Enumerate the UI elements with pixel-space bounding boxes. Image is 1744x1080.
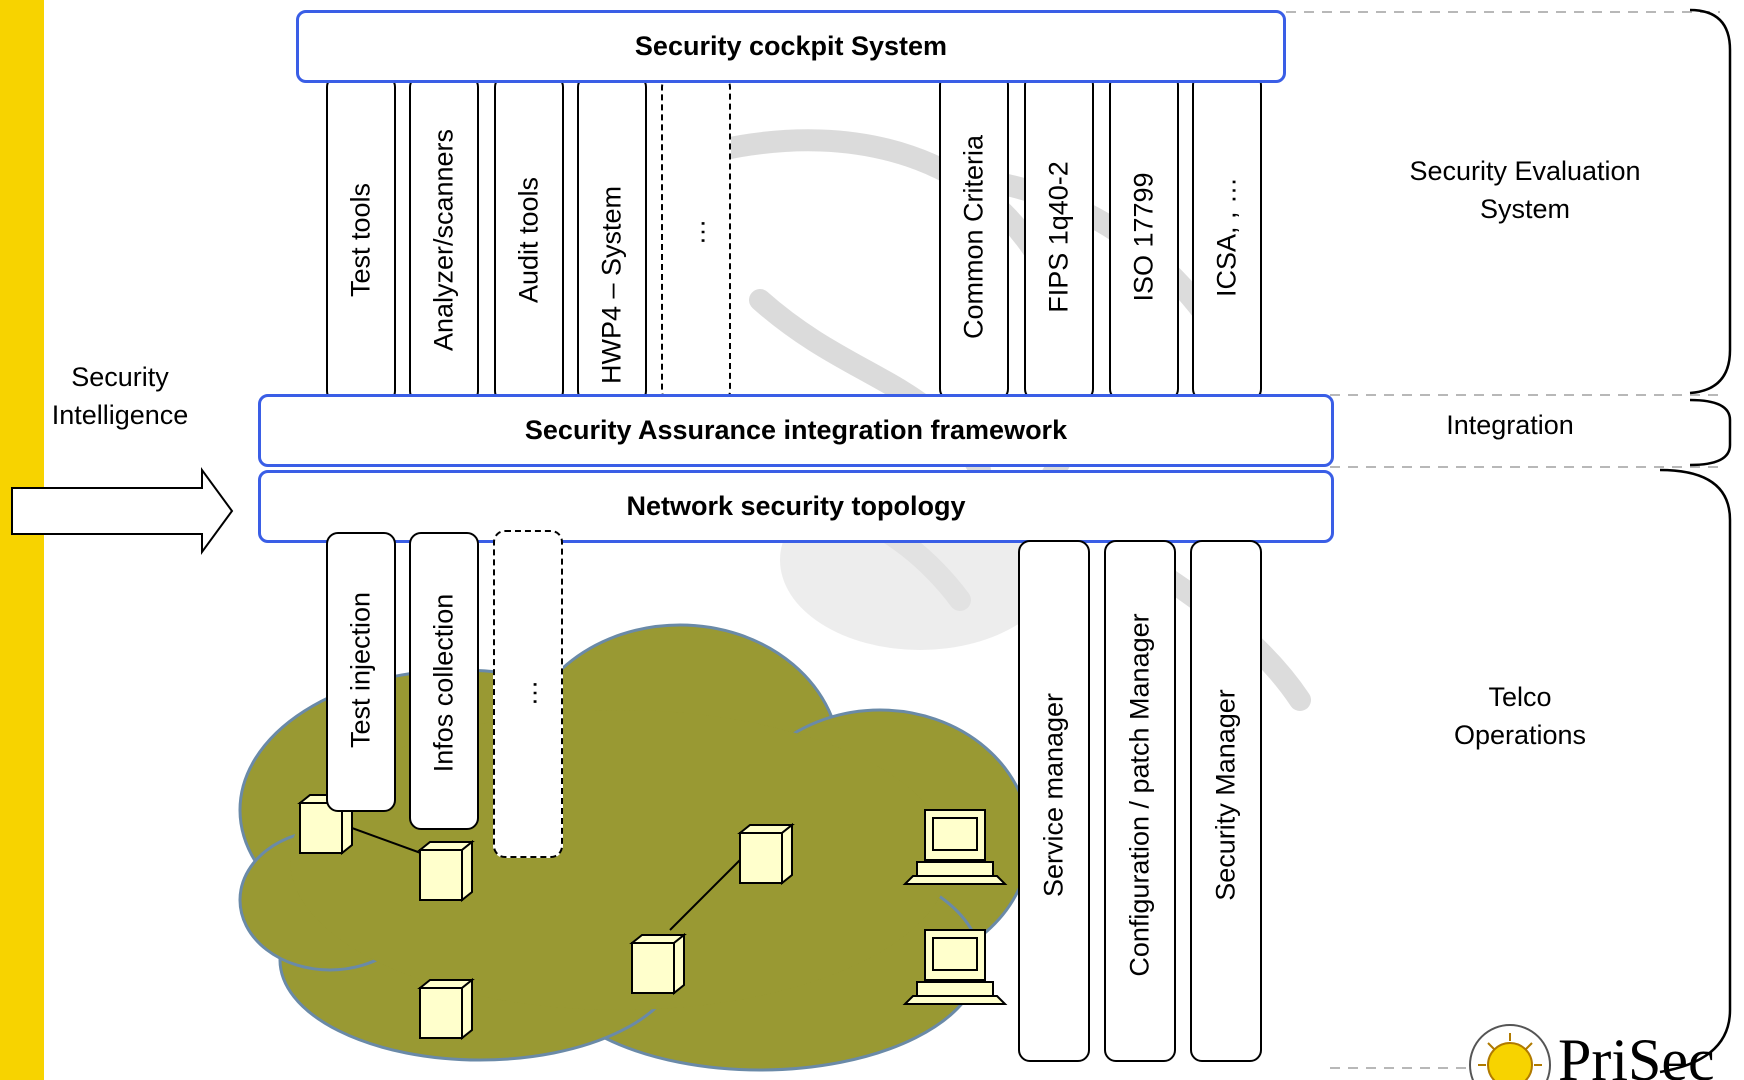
column-icsa <box>1192 73 1262 401</box>
label-test-tools: Test tools <box>345 182 376 298</box>
label-integration: Integration <box>1446 410 1574 440</box>
label-hwp4-system: HWP4 – System <box>596 185 627 385</box>
security-cockpit-bar: Security cockpit System <box>296 10 1286 83</box>
column-infos-collection <box>409 532 479 830</box>
label-service-manager: Service manager <box>1038 692 1069 898</box>
workstation-icons <box>902 809 1008 1005</box>
label-test-injection: Test injection <box>345 591 376 749</box>
label-telco-operations-line1: Telco <box>1488 682 1552 712</box>
column-more-operations <box>493 530 563 858</box>
network-topology-bar: Network security topology <box>258 470 1334 543</box>
label-more-operations: … <box>512 679 543 707</box>
column-test-injection <box>326 532 396 812</box>
label-audit-tools: Audit tools <box>513 176 544 304</box>
network-link <box>669 849 751 931</box>
label-security-evaluation-line1: Security Evaluation <box>1409 156 1641 186</box>
column-more-tools <box>661 75 731 403</box>
label-telco-operations: Telco Operations <box>1400 678 1640 754</box>
column-analyzer-scanners <box>409 75 479 403</box>
column-common-criteria <box>939 73 1009 401</box>
label-analyzer-scanners: Analyzer/scanners <box>428 128 459 352</box>
column-service-manager <box>1018 540 1090 1062</box>
server-icon <box>737 822 795 886</box>
column-configuration-manager <box>1104 540 1176 1062</box>
label-more-tools: … <box>680 218 711 246</box>
label-security-intelligence-line2: Intelligence <box>51 400 189 430</box>
label-security-intelligence-line1: Security <box>71 362 169 392</box>
label-infos-collection: Infos collection <box>428 593 459 773</box>
dashed-guides <box>1250 11 1720 1069</box>
column-hwp4-system <box>577 75 647 403</box>
label-fips: FIPS 1q40-2 <box>1043 161 1074 313</box>
telco-brace <box>1659 468 1732 1074</box>
evaluation-brace <box>1689 8 1732 395</box>
logo-text: PriSec <box>1558 1027 1715 1080</box>
label-iso: ISO 17799 <box>1128 172 1159 302</box>
server-icon <box>417 977 475 1041</box>
column-security-manager <box>1190 540 1262 1062</box>
input-arrow <box>11 466 234 556</box>
column-audit-tools <box>494 75 564 403</box>
label-configuration-manager: Configuration / patch Manager <box>1124 613 1155 977</box>
workstation-icon <box>902 929 1008 1005</box>
label-security-evaluation: Security Evaluation System <box>1380 152 1670 228</box>
workstation-icon <box>902 809 1008 885</box>
integration-framework-bar: Security Assurance integration framework <box>258 394 1334 467</box>
label-telco-operations-line2: Operations <box>1453 720 1587 750</box>
university-seal-logo <box>1469 1024 1551 1080</box>
integration-brace <box>1689 398 1732 467</box>
label-common-criteria: Common Criteria <box>958 134 989 340</box>
label-security-intelligence: Security Intelligence <box>40 358 200 434</box>
yellow-side-bar <box>0 0 44 1080</box>
right-braces <box>1659 8 1732 1074</box>
server-icon <box>629 932 687 996</box>
server-icon <box>417 839 475 903</box>
label-security-evaluation-line2: System <box>1479 194 1571 224</box>
label-icsa: ICSA, , … <box>1211 176 1242 298</box>
column-iso <box>1109 73 1179 401</box>
label-security-manager: Security Manager <box>1210 689 1241 901</box>
